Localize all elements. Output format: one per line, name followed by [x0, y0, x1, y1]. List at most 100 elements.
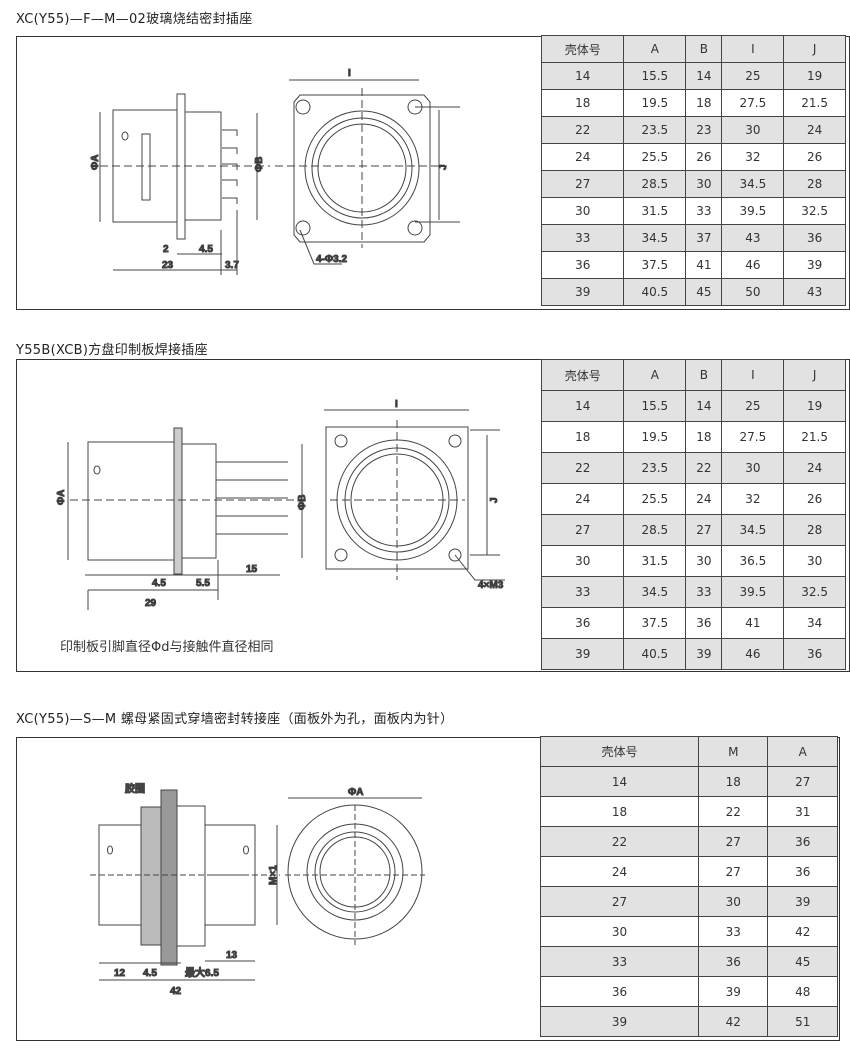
table-cell: 39 — [685, 638, 723, 670]
table-cell: 42 — [767, 916, 838, 947]
table-cell: 24 — [783, 452, 846, 484]
table-cell: 33 — [685, 197, 723, 225]
table-header-cell: I — [721, 359, 785, 391]
table-cell: 30 — [697, 886, 769, 917]
table-cell: 34.5 — [623, 224, 687, 252]
section2-note: 印制板引脚直径Φd与接触件直径相同 — [60, 640, 274, 655]
table-cell: 40.5 — [623, 278, 687, 306]
table-cell: 23.5 — [623, 452, 687, 484]
table-cell: 15.5 — [623, 62, 687, 90]
table-cell: 24 — [540, 143, 625, 171]
table-cell: 46 — [721, 251, 785, 279]
table-cell: 39 — [783, 251, 846, 279]
section2-title: Y55B(XCB)方盘印制板焊接插座 — [16, 343, 208, 358]
table-cell: 14 — [540, 390, 625, 422]
table-header-cell: B — [685, 35, 723, 63]
table-cell: 36 — [767, 826, 838, 857]
table-cell: 31 — [767, 796, 838, 827]
table-cell: 36 — [783, 224, 846, 252]
table-cell: 36 — [685, 607, 723, 639]
table-cell: 39.5 — [721, 576, 785, 608]
table-header-cell: 壳体号 — [540, 359, 625, 391]
table-header-cell: J — [783, 35, 846, 63]
table-cell: 39 — [697, 976, 769, 1007]
table-cell: 42 — [697, 1006, 769, 1037]
table-cell: 41 — [685, 251, 723, 279]
table-cell: 22 — [540, 452, 625, 484]
table-cell: 33 — [540, 224, 625, 252]
table-cell: 33 — [540, 946, 699, 977]
table-header-cell: 壳体号 — [540, 35, 625, 63]
table-cell: 25.5 — [623, 483, 687, 515]
section3-title: XC(Y55)—S—M 螺母紧固式穿墙密封转接座（面板外为孔，面板内为针） — [16, 712, 454, 727]
table-cell: 45 — [685, 278, 723, 306]
table-cell: 30 — [685, 545, 723, 577]
table-cell: 25.5 — [623, 143, 687, 171]
table-cell: 43 — [783, 278, 846, 306]
table-cell: 30 — [685, 170, 723, 198]
table-cell: 19.5 — [623, 421, 687, 453]
table-cell: 36.5 — [721, 545, 785, 577]
table-cell: 36 — [540, 607, 625, 639]
table-cell: 34 — [783, 607, 846, 639]
table-cell: 28.5 — [623, 514, 687, 546]
table-cell: 45 — [767, 946, 838, 977]
table-header-cell: I — [721, 35, 785, 63]
table-cell: 31.5 — [623, 545, 687, 577]
table-cell: 24 — [540, 856, 699, 887]
table-cell: 32.5 — [783, 197, 846, 225]
table-cell: 51 — [767, 1006, 838, 1037]
table-cell: 28 — [783, 170, 846, 198]
table-cell: 34.5 — [721, 170, 785, 198]
table-cell: 37.5 — [623, 251, 687, 279]
table-cell: 27.5 — [721, 89, 785, 117]
table-cell: 23 — [685, 116, 723, 144]
table-cell: 28 — [783, 514, 846, 546]
table-cell: 36 — [697, 946, 769, 977]
table-cell: 34.5 — [623, 576, 687, 608]
table-cell: 36 — [540, 976, 699, 1007]
table-header-cell: A — [767, 736, 838, 767]
table-cell: 26 — [685, 143, 723, 171]
table-cell: 39 — [540, 278, 625, 306]
table-cell: 41 — [721, 607, 785, 639]
table-cell: 18 — [697, 766, 769, 797]
table-cell: 28.5 — [623, 170, 687, 198]
table-cell: 27 — [697, 856, 769, 887]
table-cell: 33 — [697, 916, 769, 947]
table-cell: 30 — [540, 916, 699, 947]
table-cell: 36 — [783, 638, 846, 670]
table-cell: 50 — [721, 278, 785, 306]
table-cell: 25 — [721, 390, 785, 422]
table-cell: 40.5 — [623, 638, 687, 670]
table-cell: 18 — [685, 89, 723, 117]
table-cell: 22 — [685, 452, 723, 484]
table-cell: 21.5 — [783, 421, 846, 453]
table-header-cell: 壳体号 — [540, 736, 699, 767]
table-cell: 36 — [540, 251, 625, 279]
table-cell: 48 — [767, 976, 838, 1007]
table-cell: 18 — [540, 796, 699, 827]
table-cell: 21.5 — [783, 89, 846, 117]
